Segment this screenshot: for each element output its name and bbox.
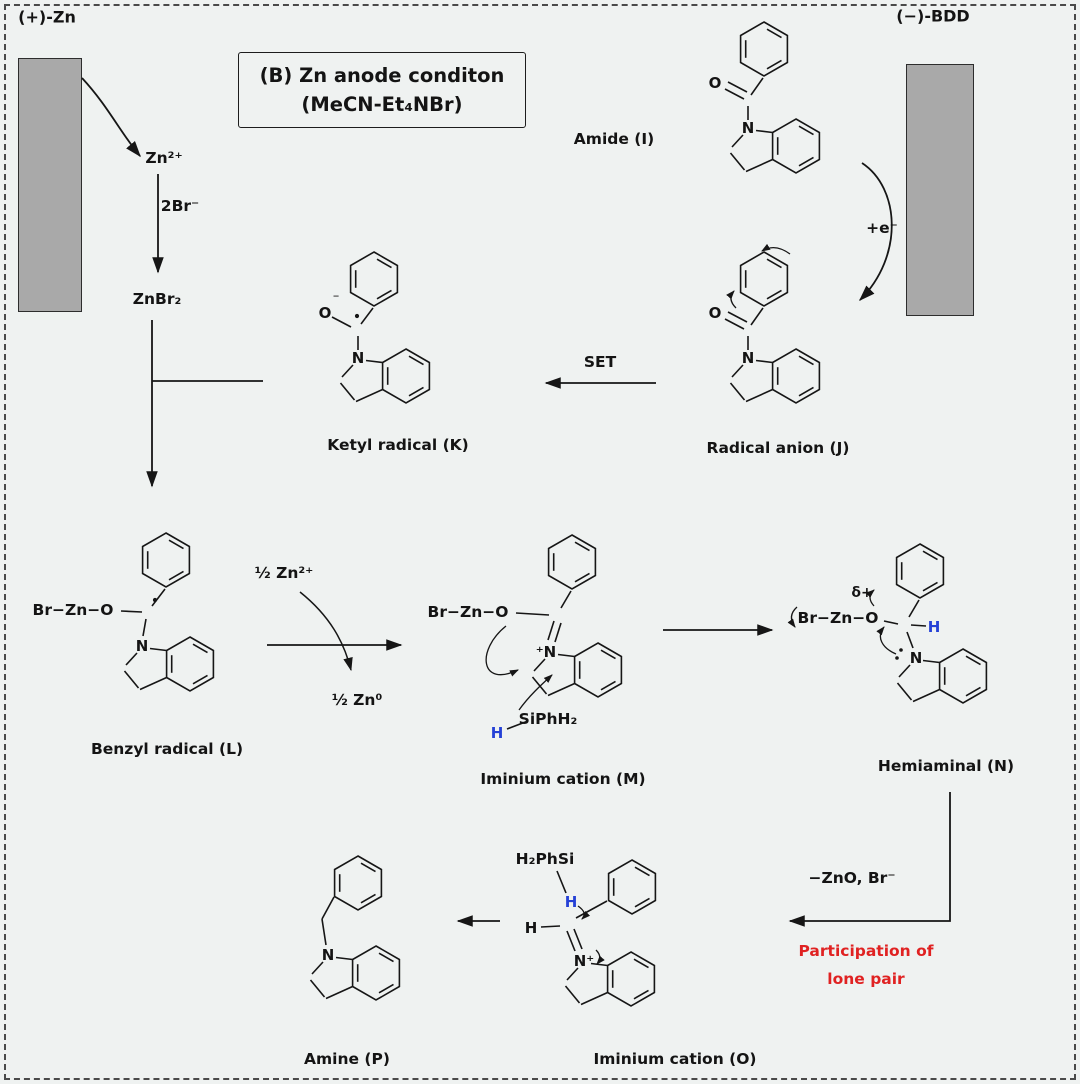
ketyl-label: Ketyl radical (K) xyxy=(327,436,469,454)
iminium-m-label: Iminium cation (M) xyxy=(480,770,646,788)
structure-iminium-O xyxy=(540,859,657,1006)
electrode-to-zn2-arrow xyxy=(81,77,141,158)
half-zn2-label: ½ Zn²⁺ xyxy=(254,564,314,582)
o-n-arrow xyxy=(595,949,605,965)
nitrogen-atom-radical-anion: N xyxy=(741,349,755,367)
iminium-o-label: Iminium cation (O) xyxy=(593,1050,757,1068)
nitrogen-atom-amine: N xyxy=(321,946,335,964)
iminium-nitrogen-m: ⁺N xyxy=(535,643,557,661)
structure-ketyl-radical-K xyxy=(331,251,429,403)
structure-radical-anion-J xyxy=(724,251,819,403)
hydrogen-hemiaminal: H xyxy=(927,618,941,636)
participation-line2: lone pair xyxy=(827,970,905,988)
zinc-anode-electrode xyxy=(18,58,82,312)
benzyl-radical-dot xyxy=(152,597,158,603)
nitrogen-atom-ketyl: N xyxy=(351,349,365,367)
o-hydride-arrow xyxy=(577,905,591,920)
structures xyxy=(120,21,986,1006)
plus-e-arrow xyxy=(858,162,893,302)
j-ring-arrow xyxy=(761,243,791,255)
zno-br-label: −ZnO, Br⁻ xyxy=(808,869,896,887)
n-o-arrow xyxy=(865,589,875,607)
mechanism-arrows xyxy=(485,243,897,965)
bdd-cathode-electrode xyxy=(906,64,974,316)
anode-label: (+)-Zn xyxy=(18,7,76,27)
hydrogen-atom-o: H xyxy=(524,919,538,937)
znbr2-label: ZnBr₂ xyxy=(132,290,182,308)
n-lonepair-arrow xyxy=(876,626,897,655)
silane-siphh2: SiPhH₂ xyxy=(518,710,578,728)
n-to-o-arrow xyxy=(788,792,951,927)
flow-arrows xyxy=(81,77,951,927)
structure-hemiaminal-N xyxy=(883,543,986,703)
n-lone-pair-dot1 xyxy=(899,648,903,652)
structure-benzyl-radical-L xyxy=(120,532,213,691)
nitrogen-atom-hemiaminal: N xyxy=(909,649,923,667)
amide-label: Amide (I) xyxy=(573,130,655,148)
zn2-label: Zn²⁺ xyxy=(145,149,183,167)
n-br-arrow xyxy=(787,606,798,628)
silane-h2phsi: H₂PhSi xyxy=(515,850,575,868)
hydride-h-m: H xyxy=(490,724,504,742)
j-carbonyl-arrow xyxy=(726,290,737,309)
n-lone-pair-dot2 xyxy=(895,656,899,660)
oxygen-atom-radical-anion: O xyxy=(708,304,722,322)
benzyl-label: Benzyl radical (L) xyxy=(90,740,244,758)
2br-label: 2Br⁻ xyxy=(160,197,200,215)
structure-iminium-M xyxy=(506,534,621,730)
oxygen-atom-amide: O xyxy=(708,74,722,92)
br-zn-o-benzyl: Br−Zn−O xyxy=(32,601,114,619)
set-label: SET xyxy=(583,353,617,371)
ketyl-radical-dot xyxy=(354,313,360,319)
condition-box: (B) Zn anode conditon (MeCN-Et₄NBr) xyxy=(238,52,526,128)
radical-anion-label: Radical anion (J) xyxy=(706,439,850,457)
m-big-arrow xyxy=(485,625,519,677)
m-hydride-arrow xyxy=(518,674,553,711)
nitrogen-atom-amide: N xyxy=(741,119,755,137)
br-zn-o-hemiaminal: Br−Zn−O xyxy=(797,609,879,627)
condition-line2: (MeCN-Et₄NBr) xyxy=(301,93,463,116)
delta-plus-label: δ+ xyxy=(851,585,873,601)
cathode-label: (−)-BDD xyxy=(896,6,970,26)
zn-disprop-arrow xyxy=(299,591,353,672)
minus-charge-ketyl: ⁻ xyxy=(332,291,340,307)
oxygen-atom-ketyl: O xyxy=(318,304,332,322)
plus-e-label: +e⁻ xyxy=(866,219,898,237)
structure-amide-I xyxy=(724,21,819,173)
structure-amine-P xyxy=(311,855,400,1000)
electron-dots xyxy=(152,313,903,660)
hydride-h-o: H xyxy=(564,893,578,911)
half-zn0-label: ½ Zn⁰ xyxy=(331,691,383,709)
condition-line1: (B) Zn anode conditon xyxy=(259,63,505,87)
participation-line1: Participation of xyxy=(798,942,934,960)
hemiaminal-label: Hemiaminal (N) xyxy=(877,757,1015,775)
nitrogen-atom-benzyl: N xyxy=(135,637,149,655)
br-zn-o-iminium: Br−Zn−O xyxy=(427,603,509,621)
iminium-nitrogen-o: N⁺ xyxy=(573,952,595,970)
amine-label: Amine (P) xyxy=(304,1050,390,1068)
